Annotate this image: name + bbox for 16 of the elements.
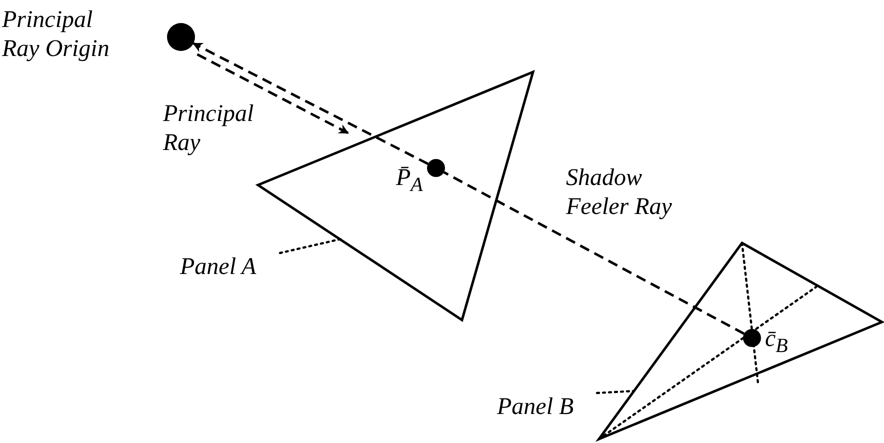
point-symbol: P̄$_{A}$ <box>396 164 424 198</box>
dashed-ray-arrow <box>196 53 349 134</box>
dashed-ray <box>443 171 745 335</box>
triangular-panel <box>258 72 533 320</box>
panel-label: Panel B <box>497 394 574 420</box>
leader-line <box>596 390 634 394</box>
point-dot <box>167 23 195 51</box>
panel-label: Panel A <box>180 254 256 280</box>
point-symbol: c̄$_{B}$ <box>765 325 789 359</box>
point-dot <box>743 329 761 347</box>
point-label: Principal Ray Origin <box>2 6 110 64</box>
point-dot <box>427 159 445 177</box>
edge-label: Shadow Feeler Ray <box>566 164 673 222</box>
leader-line <box>278 238 342 254</box>
edge-label: Principal Ray <box>163 100 255 158</box>
dashed-ray-arrow <box>192 42 429 165</box>
